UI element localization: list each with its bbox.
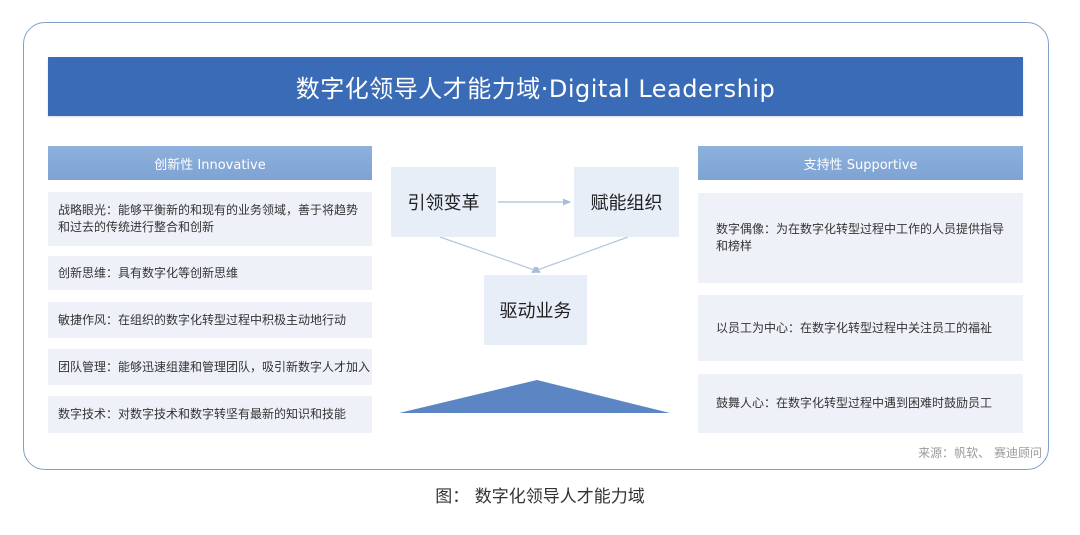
left-item-digital-tech: 数字技术：对数字技术和数字转坚有最新的知识和技能: [48, 396, 372, 433]
right-item-digital-idol: 数字偶像：为在数字化转型过程中工作的人员提供指导和榜样: [698, 193, 1023, 283]
diagram-title-banner: 数字化领导人才能力域·Digital Leadership: [48, 57, 1023, 116]
left-item-team-management: 团队管理：能够迅速组建和管理团队，吸引新数字人才加入: [48, 349, 372, 385]
base-triangle: [399, 380, 670, 413]
arrow-change-to-drive: [439, 236, 542, 274]
supportive-header: 支持性 Supportive: [698, 146, 1023, 180]
left-item-innovative-thinking: 创新思维：具有数字化等创新思维: [48, 256, 372, 290]
left-item-strategic-vision: 战略眼光：能够平衡新的和现有的业务领域，善于将趋势和过去的传统进行整合和创新: [48, 192, 372, 246]
left-item-agile-style: 敏捷作风：在组织的数字化转型过程中积极主动地行动: [48, 302, 372, 338]
figure-caption: 图： 数字化领导人才能力域: [435, 487, 645, 507]
right-item-employee-centric: 以员工为中心：在数字化转型过程中关注员工的福祉: [698, 295, 1023, 361]
node-drive-business: 驱动业务: [484, 275, 587, 345]
source-note: 来源：帆软、 赛迪顾问: [918, 446, 1042, 460]
arrow-empower-to-drive: [530, 236, 629, 273]
node-lead-change: 引领变革: [391, 167, 496, 237]
right-item-inspiring: 鼓舞人心：在数字化转型过程中遇到困难时鼓励员工: [698, 374, 1023, 433]
node-empower-organization: 赋能组织: [574, 167, 679, 237]
innovative-header: 创新性 Innovative: [48, 146, 372, 180]
